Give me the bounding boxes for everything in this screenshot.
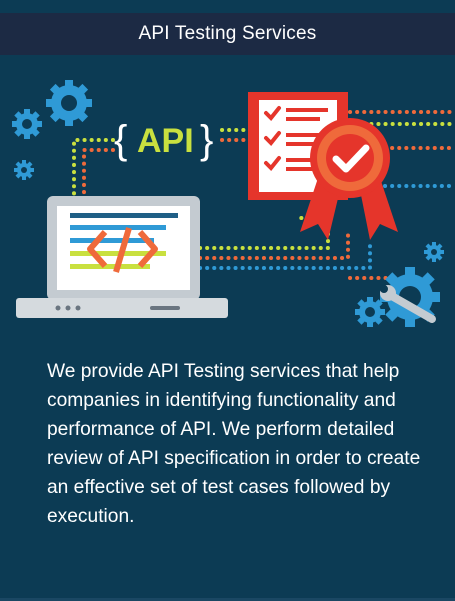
api-badge: { API } (114, 118, 213, 162)
award-ribbon-icon (300, 118, 398, 240)
api-brace-open: { (114, 118, 127, 162)
gear-large-icon (46, 80, 92, 126)
header-bar: API Testing Services (0, 13, 455, 55)
api-testing-illustration: { API } (12, 80, 455, 327)
api-label: API (137, 122, 194, 160)
bottom-divider (0, 598, 455, 601)
connector-orange-mid (198, 228, 350, 260)
api-brace-close: } (200, 118, 213, 162)
page-title: API Testing Services (138, 23, 317, 44)
connector-lime-left (72, 138, 115, 217)
connector-orange-left (82, 148, 115, 217)
gear-medium-right-icon (355, 297, 385, 327)
laptop-code-icon (16, 196, 228, 318)
description-paragraph: We provide API Testing services that hel… (47, 361, 421, 527)
gear-small-right-icon (424, 242, 444, 262)
connector-blue-mid (198, 240, 372, 270)
gear-tiny-icon (14, 160, 34, 180)
gear-small-icon (12, 109, 42, 139)
gear-wrench-icon (380, 267, 440, 327)
